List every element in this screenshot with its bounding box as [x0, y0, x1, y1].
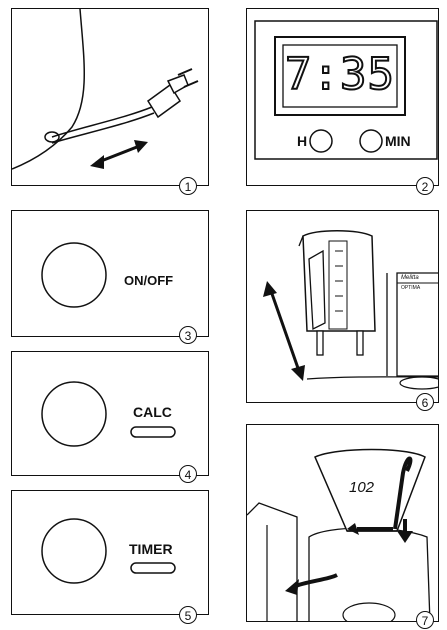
filter-insert-illustration — [247, 448, 431, 621]
timer-label: TIMER — [129, 541, 173, 557]
brand-text: Melitta — [401, 275, 419, 281]
step-4-panel: CALC — [11, 351, 209, 476]
clock-display: 7:35 — [284, 48, 395, 101]
step-number-6: 6 — [416, 393, 434, 411]
step-number-3: 3 — [179, 326, 197, 344]
hour-button-label: H — [297, 133, 308, 149]
minute-button-label: MIN — [385, 133, 411, 149]
step-number-4: 4 — [179, 465, 197, 483]
double-arrow-icon — [263, 281, 305, 381]
step-5-panel: TIMER — [11, 490, 209, 615]
step-number-7: 7 — [416, 611, 434, 629]
calc-label: CALC — [133, 404, 172, 420]
step-number-2: 2 — [416, 177, 434, 195]
water-tank-illustration — [263, 230, 438, 390]
calc-button — [41, 381, 176, 447]
clock-display-frame — [254, 20, 438, 160]
on-off-button — [41, 242, 107, 308]
double-arrow-icon — [90, 140, 148, 169]
down-arrow-icon — [397, 519, 413, 543]
on-off-label: ON/OFF — [124, 273, 174, 288]
step-3-panel: ON/OFF — [11, 210, 209, 337]
timer-button — [41, 518, 176, 584]
step-number-5: 5 — [179, 606, 197, 624]
step-2-panel: 7:35 H MIN — [246, 8, 439, 186]
model-text: OPTIMA — [401, 285, 421, 291]
power-plug-icon — [146, 68, 199, 119]
curved-arrow-icon — [347, 456, 413, 535]
curved-arrow-icon — [285, 573, 338, 595]
filter-size-label: 102 — [349, 479, 375, 496]
step-number-1: 1 — [179, 177, 197, 195]
step-7-panel: 102 — [246, 424, 439, 622]
power-cord-illustration — [12, 9, 199, 170]
step-6-panel: Melitta OPTIMA — [246, 210, 439, 403]
step-1-panel — [11, 8, 209, 186]
